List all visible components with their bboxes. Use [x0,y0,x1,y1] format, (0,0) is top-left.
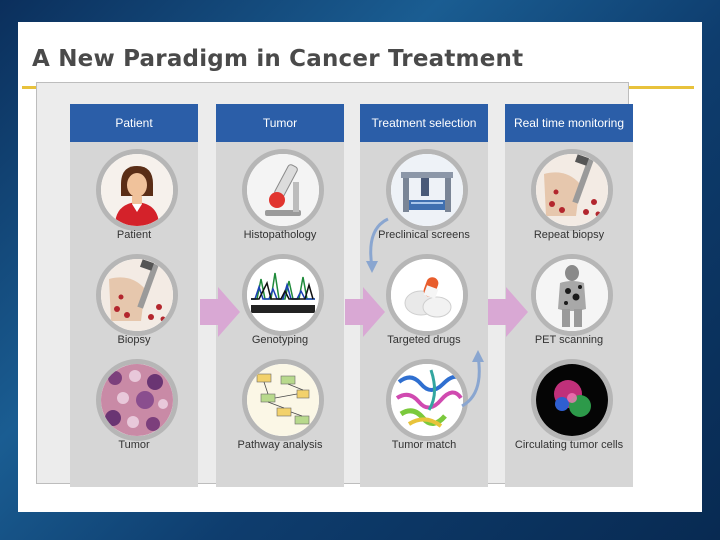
step-tumor: Tumor [70,359,198,463]
column-patient: Patient Patient Bi [70,104,198,487]
biopsy-icon [96,254,178,336]
pet-scan-icon [531,254,613,336]
step-label: Tumor [70,439,198,452]
step-repeat-biopsy: Repeat biopsy [505,149,633,253]
flow-arrow-icon [200,287,240,337]
cycle-arrow-right-icon [448,330,488,410]
step-label: Repeat biopsy [505,229,633,242]
microscope-icon [242,149,324,231]
patient-icon [96,149,178,231]
step-patient: Patient [70,149,198,253]
column-header: Patient [70,104,198,142]
biopsy-icon [531,149,613,231]
step-label: Tumor match [360,439,488,452]
column-header: Treatment selection [360,104,488,142]
tumor-tissue-icon [96,359,178,441]
step-label: Patient [70,229,198,242]
cycle-arrow-left-icon [362,215,402,295]
pathway-map-icon [242,359,324,441]
step-label: Histopathology [216,229,344,242]
step-circulating-cells: Circulating tumor cells [505,359,633,463]
step-label: Biopsy [70,334,198,347]
step-label: Pathway analysis [216,439,344,452]
step-label: Circulating tumor cells [505,439,633,452]
slide-title: A New Paradigm in Cancer Treatment [32,46,523,72]
column-header: Real time monitoring [505,104,633,142]
step-histopathology: Histopathology [216,149,344,253]
step-biopsy: Biopsy [70,254,198,358]
flow-arrow-icon [488,287,528,337]
column-header: Tumor [216,104,344,142]
step-pathway: Pathway analysis [216,359,344,463]
dna-sequence-icon [242,254,324,336]
tumor-cell-icon [531,359,613,441]
